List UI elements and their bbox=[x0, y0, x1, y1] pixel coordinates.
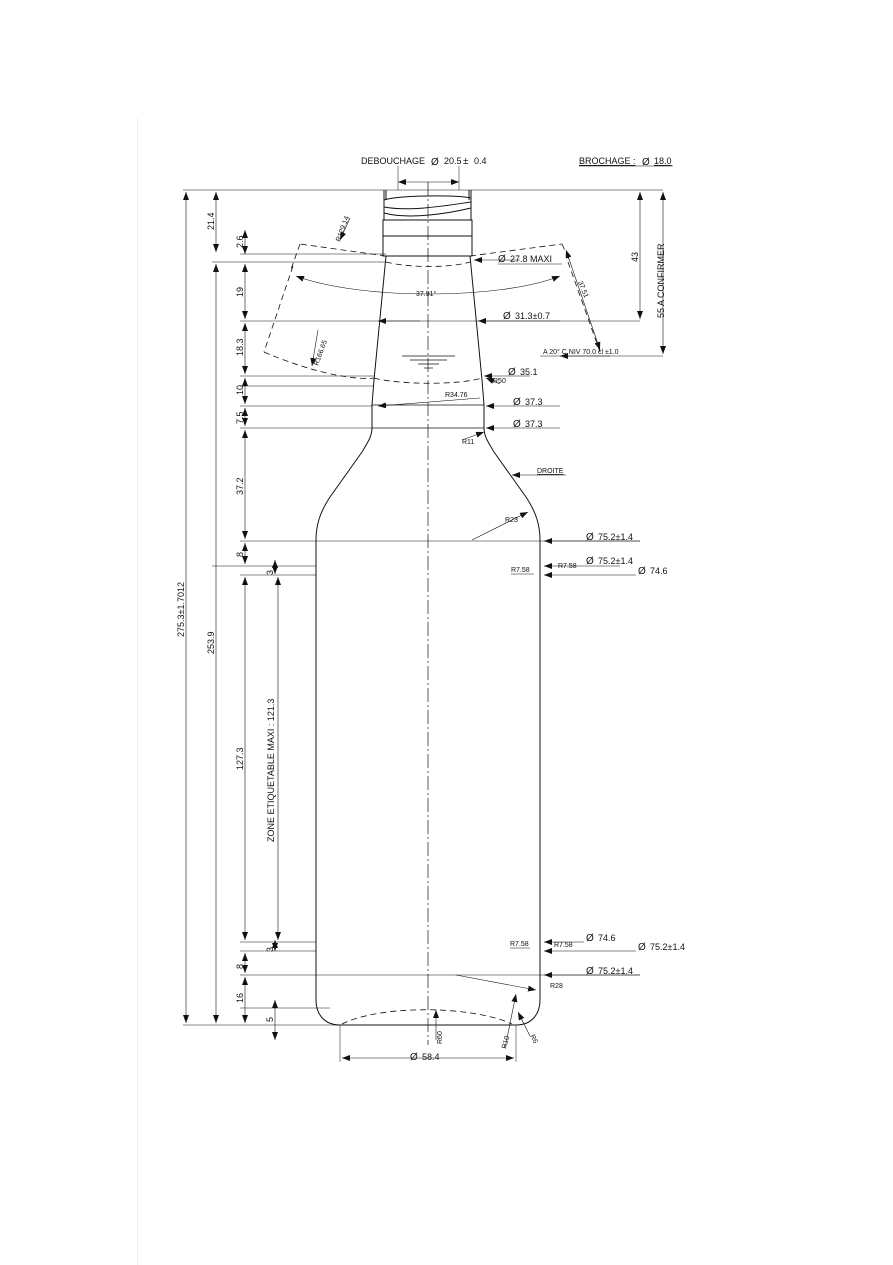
shoulder-angle-construction: 37.91° 37.51 bbox=[263, 243, 601, 379]
diameter-37-3-a: 37.3 bbox=[525, 397, 543, 407]
note-55-a-confirmer: 55 A CONFIRMER bbox=[656, 243, 666, 318]
dim-8-bottom: 8 bbox=[235, 964, 245, 969]
diameter-27-8-maxi: 27.8 MAXI bbox=[510, 254, 552, 264]
dim-37-51: 37.51 bbox=[576, 280, 589, 299]
dim-7-5: 7.5 bbox=[235, 411, 245, 424]
radius-60: R60 bbox=[437, 1031, 444, 1044]
radius-50: R50 bbox=[493, 378, 506, 385]
radius-6: R6 bbox=[528, 1034, 538, 1045]
radius-callouts: R129.14 R166.65 R50 R34.76 R11 R23 R7.58… bbox=[310, 215, 577, 1050]
radius-7-58-c: R7.58 bbox=[510, 941, 529, 948]
droite-label: DROITE bbox=[537, 468, 564, 475]
dim-3-top: 3 bbox=[265, 570, 275, 575]
d752b-symbol: Ø bbox=[586, 556, 594, 567]
left-dimensions: 275.3±1.7012 253.9 21.4 2.6 19 18.3 10 7… bbox=[176, 192, 281, 1040]
dim-8-top: 8 bbox=[235, 552, 245, 557]
diameter-37-3-b: 37.3 bbox=[525, 419, 543, 429]
radius-7-58-d: R7.58 bbox=[554, 942, 573, 949]
d752c-symbol: Ø bbox=[638, 942, 646, 953]
d373a-symbol: Ø bbox=[513, 397, 521, 408]
debouchage-pm: ± bbox=[463, 156, 469, 167]
debouchage-tolerance: 0.4 bbox=[474, 156, 487, 166]
diameter-75-2-a: 75.2±1.4 bbox=[598, 532, 633, 542]
radius-7-58-a: R7.58 bbox=[511, 567, 530, 574]
debouchage-label: DEBOUCHAGE bbox=[361, 156, 425, 166]
diameter-75-2-d: 75.2±1.4 bbox=[598, 966, 633, 976]
d752a-symbol: Ø bbox=[586, 532, 594, 543]
dim-18-3: 18.3 bbox=[235, 338, 245, 356]
label-zone-etiquetable: ZONE ETIQUETABLE MAXI : 121.3 bbox=[266, 699, 276, 842]
diameter-75-2-b: 75.2±1.4 bbox=[598, 556, 633, 566]
radius-10: R10 bbox=[501, 1035, 511, 1049]
dim-2-6: 2.6 bbox=[235, 235, 245, 248]
diameter-35-1: 35.1 bbox=[520, 367, 538, 377]
d313-symbol: Ø bbox=[503, 311, 511, 322]
d373b-symbol: Ø bbox=[513, 419, 521, 430]
dim-total-height: 275.3±1.7012 bbox=[176, 582, 186, 637]
dim-43: 43 bbox=[630, 252, 640, 262]
debouchage-diameter-symbol: Ø bbox=[431, 157, 439, 168]
d752d-symbol: Ø bbox=[586, 966, 594, 977]
radius-11: R11 bbox=[462, 439, 474, 446]
brochage-value: 18.0 bbox=[654, 156, 672, 166]
dim-37-2: 37.2 bbox=[235, 477, 245, 495]
radius-28: R28 bbox=[550, 983, 563, 990]
diameter-75-2-c: 75.2±1.4 bbox=[650, 942, 685, 952]
diameter-58-4: 58.4 bbox=[422, 1052, 440, 1062]
dim-10: 10 bbox=[235, 385, 245, 395]
dim-127-3: 127.3 bbox=[235, 747, 245, 770]
d746b-symbol: Ø bbox=[586, 933, 594, 944]
fill-level-note: A 20° C NIV 70.0 cl ±1.0 bbox=[543, 348, 619, 356]
dim-5: 5 bbox=[265, 1017, 275, 1022]
brochage-label: BROCHAGE : bbox=[579, 156, 636, 166]
radius-23: R23 bbox=[505, 517, 518, 524]
dim-3-bottom: 3 bbox=[265, 947, 275, 952]
d746a-symbol: Ø bbox=[638, 566, 646, 577]
dim-19: 19 bbox=[235, 287, 245, 297]
d278-symbol: Ø bbox=[498, 254, 506, 265]
diameter-74-6-b: 74.6 bbox=[598, 933, 616, 943]
d584-symbol: Ø bbox=[410, 1052, 418, 1063]
radius-7-58-b: R7.58 bbox=[558, 563, 577, 570]
dim-16: 16 bbox=[235, 993, 245, 1003]
radius-34-76: R34.76 bbox=[445, 392, 468, 399]
brochage-diameter-symbol: Ø bbox=[642, 157, 650, 168]
page-margin-line bbox=[137, 118, 138, 1265]
radius-129-14: R129.14 bbox=[335, 215, 351, 242]
diameter-74-6-a: 74.6 bbox=[650, 566, 668, 576]
diameter-31-3: 31.3±0.7 bbox=[515, 311, 550, 321]
dim-253-9: 253.9 bbox=[206, 631, 216, 654]
debouchage-value: 20.5 bbox=[444, 156, 462, 166]
angle-37-91: 37.91° bbox=[416, 290, 437, 298]
dim-21-4: 21.4 bbox=[206, 212, 216, 230]
reference-lines bbox=[183, 189, 663, 1026]
d351-symbol: Ø bbox=[508, 367, 516, 378]
right-dimensions: 43 55 A CONFIRMER Ø 27.8 MAXI Ø 31.3±0.7… bbox=[339, 192, 685, 1063]
